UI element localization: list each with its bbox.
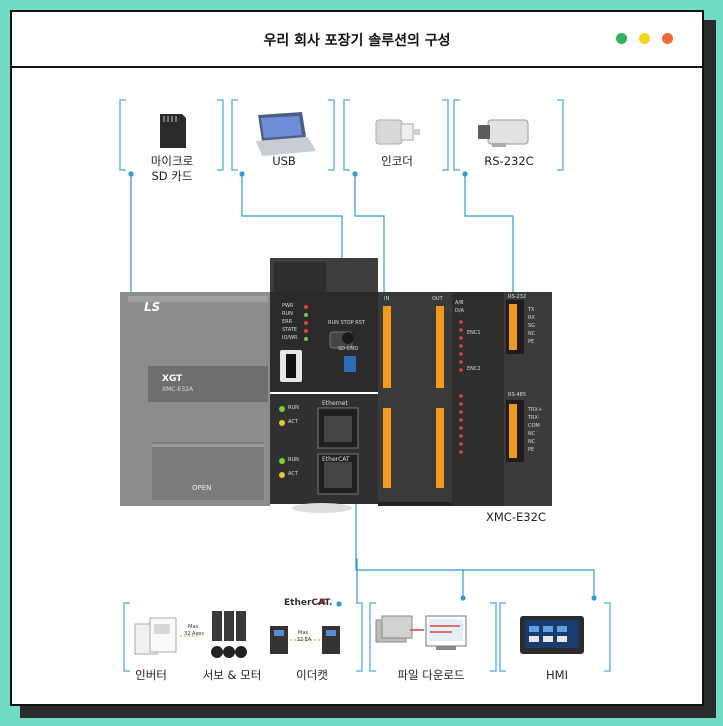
base-shadow (292, 503, 352, 513)
status-led-iowr: IO/WR (282, 335, 298, 341)
plc-base-unit (120, 292, 270, 506)
encoder-icon (375, 119, 420, 145)
ethercat-label: 이더캣 (296, 668, 328, 682)
rs232c-label: RS-232C (484, 154, 534, 168)
ethernet-port-label: Ethernet (322, 400, 348, 407)
ls-logo: LS (144, 300, 161, 314)
rs485-pin: PE (528, 447, 535, 453)
sd-card-label-line2: SD 카드 (151, 169, 193, 183)
inverter-icon (134, 617, 200, 655)
rs232-pin: TX (528, 307, 535, 313)
comm-terminals (509, 304, 517, 458)
diagram-canvas: 마이크로 SD 카드 USB 인코더 RS-232C LS XGT XMC-E3… (12, 70, 702, 704)
rs485-label: RS-485 (508, 392, 526, 398)
ethercat-max-annotation: Max. 32 EA (292, 630, 316, 644)
hmi-icon (520, 616, 584, 654)
servo-motor-icon (211, 611, 247, 658)
title-bar: 우리 회사 포장기 솔루션의 구성 (12, 12, 702, 68)
io-in-label: IN (384, 296, 390, 302)
sd-cmd-label: SD CMD (338, 346, 359, 352)
sd-card-icon (160, 114, 186, 148)
rs485-pin: NC (528, 439, 536, 445)
inverter-max-line1: Max. (188, 624, 200, 630)
sd-card-label-line1: 마이크로 (150, 154, 194, 168)
rs485-pin: TRX+ (528, 407, 543, 413)
run-stop-label: RUN STOP RST (328, 320, 365, 326)
status-led-pwr: PWR (282, 303, 294, 309)
io-terminals (383, 306, 444, 488)
model-small-label: XMC-E32A (162, 386, 194, 393)
rs485-pin-labels: TRX+ TRX- COM NC NC PE (528, 406, 542, 454)
inverter-max-line2: 32 Axes (184, 631, 204, 637)
yellow-window-dot[interactable] (639, 33, 650, 44)
ethercat-max-line1: Max. (298, 630, 310, 636)
ethercat-drive-icon (270, 598, 340, 654)
port-led-label-run-1: RUN (288, 405, 299, 411)
open-label: OPEN (192, 484, 212, 492)
file-download-label: 파일 다운로드 (397, 668, 465, 682)
rs232-pin: SG (528, 323, 536, 329)
io-out-label: OUT (432, 296, 443, 302)
bottom-brackets (123, 602, 611, 672)
rs232-pin: RX (528, 315, 535, 321)
status-led-run: RUN (282, 311, 293, 317)
page-title: 우리 회사 포장기 솔루션의 구성 (263, 33, 451, 49)
diagram-svg (119, 99, 611, 672)
rs485-pin: COM (528, 423, 540, 429)
port-led-label-run-2: RUN (288, 457, 299, 463)
enc-label-ab: A/B (455, 300, 464, 306)
comm-leds (459, 320, 463, 454)
green-window-dot[interactable] (616, 33, 627, 44)
ethercat-port-label: EtherCAT (322, 456, 350, 463)
hmi-label: HMI (546, 668, 568, 682)
rs232-pin: NC (528, 331, 536, 337)
encoder-label: 인코더 (381, 154, 413, 168)
rs232-pin: PE (528, 339, 535, 345)
window-frame: 우리 회사 포장기 솔루션의 구성 (10, 10, 704, 706)
usb-label: USB (272, 154, 296, 168)
rs232-pin-labels: TX RX SG NC PE (528, 306, 535, 346)
top-brackets (119, 99, 564, 171)
controller-model-caption: XMC-E32C (486, 510, 546, 524)
connector-dots (128, 171, 597, 607)
laptop-icon (256, 112, 316, 156)
ethercat-badge: EtherCAT. (284, 598, 333, 608)
port-led-label-act-1: ACT (288, 419, 298, 425)
status-led-state: STATE (282, 327, 298, 333)
enc-label-enc1: ENC1 (467, 330, 481, 336)
file-download-icon (375, 615, 467, 650)
inverter-label: 인버터 (135, 668, 167, 682)
sd-card-label: 마이크로 SD 카드 (132, 154, 212, 184)
rs485-pin: TRX- (528, 415, 540, 421)
enc-label-da: D/A (455, 308, 464, 314)
comm-module (452, 292, 552, 506)
status-led-err: ERR (282, 319, 293, 325)
servo-motor-label: 서보 & 모터 (202, 668, 262, 682)
cpu-module (270, 258, 380, 504)
ethercat-max-line2: 32 EA (296, 637, 312, 643)
orange-window-dot[interactable] (662, 33, 673, 44)
inverter-max-annotation: Max. 32 Axes (182, 624, 206, 638)
camera-icon (478, 119, 529, 147)
xgt-label: XGT (162, 374, 183, 384)
rs232-label: RS-232 (508, 294, 526, 300)
port-led-label-act-2: ACT (288, 471, 298, 477)
enc-label-enc2: ENC2 (467, 366, 481, 372)
rs485-pin: NC (528, 431, 536, 437)
